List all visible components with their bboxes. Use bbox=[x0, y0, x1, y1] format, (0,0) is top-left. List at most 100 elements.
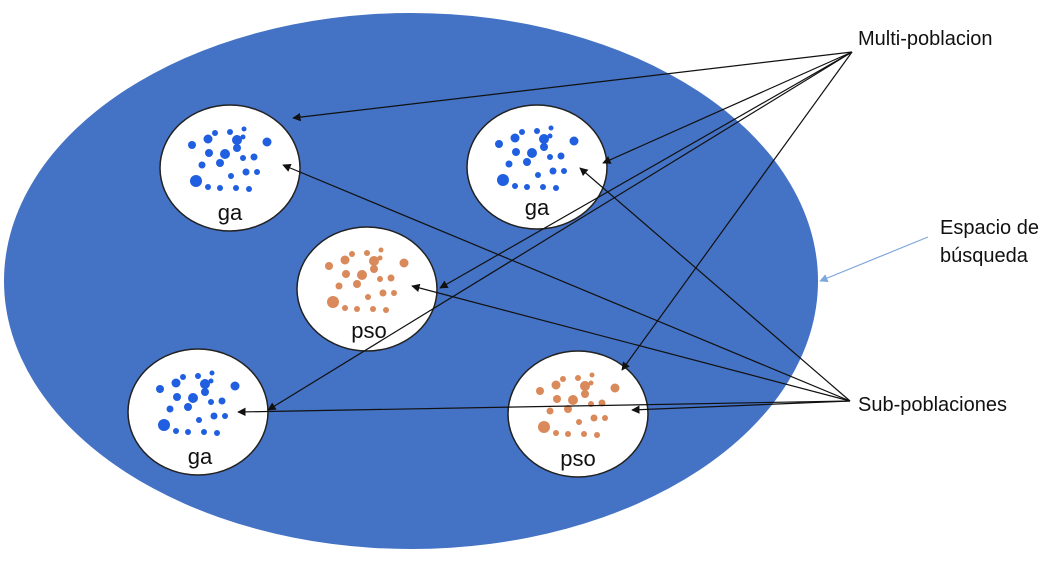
multi-population-arrows bbox=[267, 51, 853, 411]
ga-particle bbox=[540, 184, 546, 190]
ga-particle bbox=[166, 405, 174, 413]
ga-particle bbox=[228, 173, 234, 179]
pso-particle bbox=[581, 390, 589, 398]
subpopulation-pso-bottom-right: pso bbox=[507, 350, 649, 478]
pso-particle bbox=[602, 415, 608, 421]
pso-particle bbox=[565, 431, 571, 437]
pso-particle bbox=[325, 262, 333, 270]
ga-particle bbox=[262, 137, 272, 147]
pso-particle bbox=[327, 296, 339, 308]
ga-particle bbox=[540, 143, 548, 151]
pso-particle bbox=[391, 290, 397, 296]
subpopulation-label: ga bbox=[218, 200, 243, 225]
multi-population-label: Multi-poblacion bbox=[858, 28, 993, 50]
pso-particle bbox=[551, 380, 561, 390]
pso-particle bbox=[588, 380, 594, 386]
ga-particle bbox=[218, 397, 226, 405]
search-space-label-line2: búsqueda bbox=[940, 245, 1029, 267]
ga-particle bbox=[250, 153, 258, 161]
ga-particle bbox=[505, 160, 513, 168]
ga-particle bbox=[527, 148, 537, 158]
ga-particle bbox=[196, 417, 202, 423]
pso-particle bbox=[342, 305, 348, 311]
ga-particle bbox=[240, 134, 246, 140]
ga-particle bbox=[188, 393, 198, 403]
subpopulation-pso-center: pso bbox=[296, 226, 438, 352]
ga-particle bbox=[188, 141, 196, 149]
ga-particle bbox=[198, 161, 206, 169]
pso-particle bbox=[610, 383, 620, 393]
pso-particle bbox=[399, 258, 409, 268]
ga-particle bbox=[158, 419, 170, 431]
ga-particle bbox=[227, 129, 233, 135]
ga-particle bbox=[240, 155, 246, 161]
ga-particle bbox=[519, 129, 525, 135]
arrow bbox=[602, 51, 853, 164]
pso-particle bbox=[553, 430, 559, 436]
ga-particle bbox=[524, 184, 530, 190]
pso-particle bbox=[546, 407, 554, 415]
subpopulation-label: pso bbox=[560, 446, 595, 471]
ga-particle bbox=[548, 125, 554, 131]
ga-particle bbox=[185, 429, 191, 435]
ga-particle bbox=[561, 168, 567, 174]
pso-particle bbox=[575, 375, 581, 381]
ga-particle bbox=[569, 136, 579, 146]
ga-particle bbox=[184, 403, 192, 411]
ga-particle bbox=[203, 134, 213, 144]
ga-particle bbox=[173, 393, 181, 401]
search-space-label-line1: Espacio de bbox=[940, 217, 1039, 239]
ga-particle bbox=[232, 135, 242, 145]
ga-particle bbox=[205, 149, 213, 157]
ga-particle bbox=[512, 183, 518, 189]
ga-particle bbox=[549, 167, 557, 175]
pso-particle bbox=[370, 306, 376, 312]
pso-particle bbox=[553, 395, 561, 403]
pso-particle bbox=[370, 265, 378, 273]
ga-particle bbox=[242, 168, 250, 176]
pso-particle bbox=[340, 255, 350, 265]
ga-particle bbox=[171, 378, 181, 388]
pso-particle bbox=[353, 280, 361, 288]
ga-particle bbox=[200, 379, 210, 389]
ga-particle bbox=[220, 149, 230, 159]
ga-particle bbox=[201, 388, 209, 396]
pso-particle bbox=[335, 282, 343, 290]
ga-particle bbox=[539, 134, 549, 144]
arrow bbox=[631, 400, 851, 414]
subpopulation-label: ga bbox=[188, 444, 213, 469]
arrow bbox=[292, 51, 853, 122]
ga-particle bbox=[208, 378, 214, 384]
pso-particle bbox=[536, 387, 544, 395]
subpopulation-ga-top-left: ga bbox=[159, 104, 301, 232]
pso-particle bbox=[379, 289, 387, 297]
ga-particle bbox=[201, 429, 207, 435]
pso-particle bbox=[589, 372, 595, 378]
ga-particle bbox=[217, 185, 223, 191]
pso-particle bbox=[568, 395, 578, 405]
subpopulation-label: ga bbox=[525, 195, 550, 220]
arrow bbox=[439, 51, 853, 289]
pso-particle bbox=[387, 274, 395, 282]
pso-particle bbox=[364, 250, 370, 256]
pso-particle bbox=[377, 276, 383, 282]
search-space-arrow bbox=[819, 236, 929, 283]
pso-particle bbox=[369, 256, 379, 266]
pso-particle bbox=[598, 399, 606, 407]
ga-particle bbox=[557, 152, 565, 160]
subpopulation-label: pso bbox=[351, 318, 386, 343]
pso-particle bbox=[580, 381, 590, 391]
arrow bbox=[237, 400, 851, 417]
arrow bbox=[267, 51, 853, 411]
ga-particle bbox=[241, 126, 247, 132]
arrow bbox=[621, 51, 853, 371]
sub-population-arrows bbox=[237, 164, 851, 417]
ga-particle bbox=[497, 174, 509, 186]
arrow bbox=[282, 164, 851, 402]
pso-particle bbox=[590, 414, 598, 422]
ga-particle bbox=[510, 133, 520, 143]
pso-particle bbox=[538, 421, 550, 433]
ga-particle bbox=[233, 144, 241, 152]
ga-particle bbox=[216, 159, 224, 167]
pso-particle bbox=[365, 294, 371, 300]
